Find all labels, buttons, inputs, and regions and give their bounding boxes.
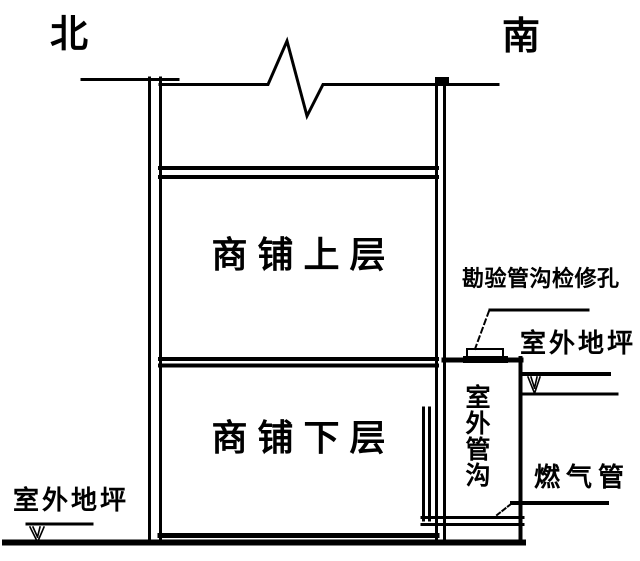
ground-level-symbol-right	[526, 375, 542, 394]
outdoor-trench-label: 室外管沟	[465, 383, 491, 490]
ground-level-symbol-left	[28, 525, 46, 543]
wall-top-marker	[435, 77, 449, 86]
gas-pipe-riser	[422, 406, 431, 522]
outdoor-ground-right-label: 室外地坪	[520, 329, 637, 359]
roof-line-with-break	[158, 36, 500, 121]
outdoor-ground-left-label: 室外地坪	[13, 486, 130, 516]
gas-pipe-label: 燃气管	[534, 463, 631, 493]
gas-pipe-horizontal	[420, 516, 525, 526]
mid-floor-slab	[158, 357, 439, 368]
gas-leader-dashed	[495, 502, 513, 517]
lower-floor-label: 商铺下层	[211, 418, 396, 459]
south-label: 南	[502, 14, 541, 58]
upper-floor-label: 商铺上层	[211, 235, 396, 276]
inspection-hole-cover	[463, 348, 508, 363]
right-wall	[435, 78, 446, 546]
left-wall	[148, 76, 162, 543]
inspection-hole-label: 勘验管沟检修孔	[462, 267, 620, 292]
north-label: 北	[50, 12, 89, 56]
upper-ceiling-slab	[158, 166, 439, 179]
inspection-leader-dashed	[473, 309, 491, 351]
